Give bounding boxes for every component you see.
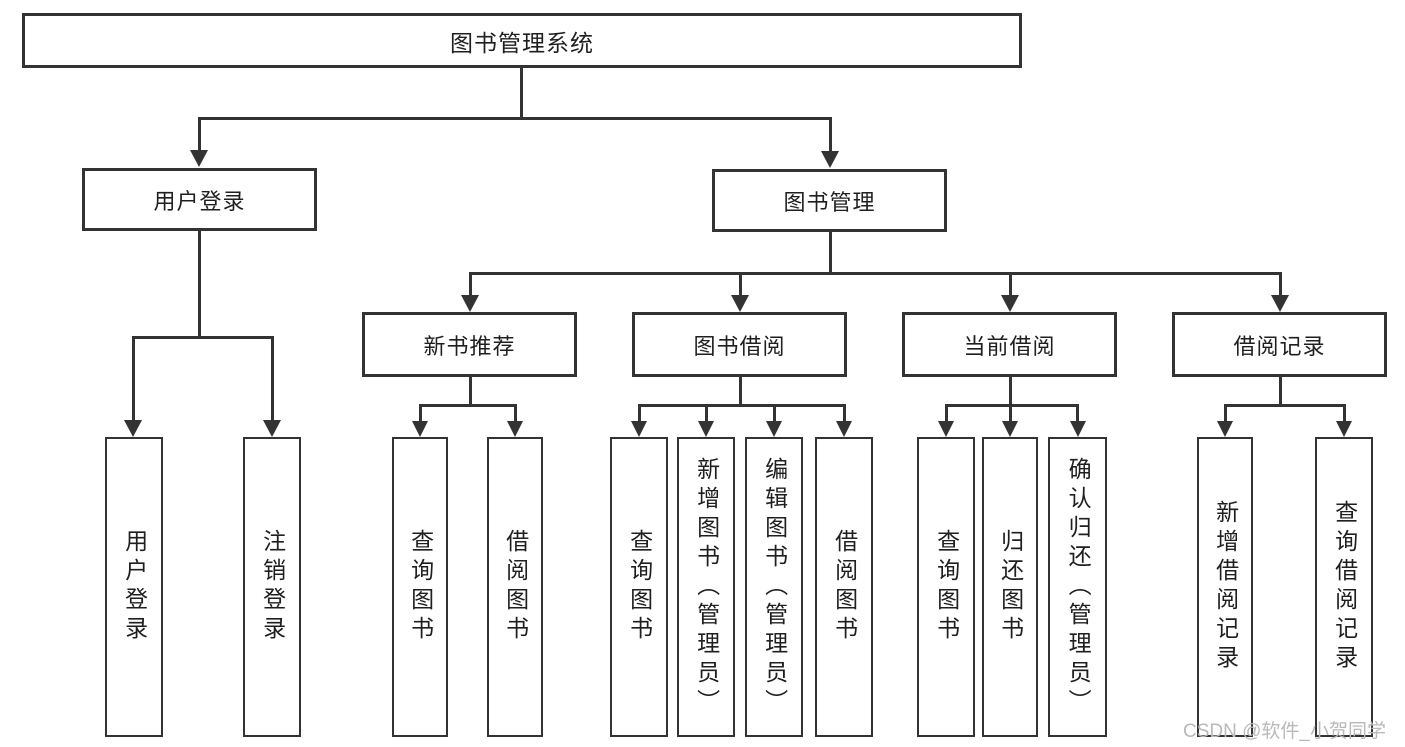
leaf-add-borrow-record-label: 新增借阅记录 — [1212, 500, 1239, 674]
arrowhead-leaf-query-recommend — [412, 421, 428, 437]
connector-to-leaf-add-books — [704, 403, 708, 422]
node-current-borrowing: 当前借阅 — [902, 312, 1117, 377]
node-borrowing-records-label: 借阅记录 — [1233, 333, 1326, 359]
leaf-borrow-books-borrowing-label: 借阅图书 — [831, 529, 858, 645]
arrowhead-leaf-query-current — [938, 421, 954, 437]
node-new-book-recommend-label: 新书推荐 — [423, 333, 516, 359]
connector-to-leaf-user-login — [131, 335, 135, 421]
arrowhead-current-borrowing — [1001, 295, 1019, 312]
arrowhead-leaf-query-borrowing — [631, 421, 647, 437]
leaf-query-books-recommend-label: 查询图书 — [407, 529, 434, 645]
leaf-query-books-current-label: 查询图书 — [933, 529, 960, 645]
connector-level3-rail — [468, 271, 1282, 275]
node-book-management: 图书管理 — [712, 169, 947, 232]
arrowhead-leaf-borrow-recommend — [507, 421, 523, 437]
leaf-edit-books-admin: 编辑图书（管理员） — [745, 437, 803, 737]
connector-to-leaf-return-books — [1008, 403, 1012, 422]
arrowhead-borrowing-records — [1271, 295, 1289, 312]
leaf-borrow-books-borrowing: 借阅图书 — [815, 437, 873, 737]
leaf-add-borrow-record: 新增借阅记录 — [1197, 437, 1253, 737]
leaf-return-books-label: 归还图书 — [997, 529, 1024, 645]
leaf-query-borrow-record: 查询借阅记录 — [1315, 437, 1373, 737]
leaf-edit-books-admin-label: 编辑图书（管理员） — [761, 456, 788, 718]
leaf-logout: 注销登录 — [243, 437, 301, 737]
connector-root-stem — [519, 68, 523, 118]
leaf-confirm-return-admin-label: 确认归还（管理员） — [1065, 456, 1092, 718]
node-book-borrowing: 图书借阅 — [632, 312, 847, 377]
leaf-borrow-books-recommend: 借阅图书 — [487, 437, 543, 737]
connector-book-borrowing-stem — [738, 377, 742, 406]
connector-to-leaf-borrow-books — [842, 403, 846, 422]
connector-to-leaf-query-record — [1342, 403, 1346, 422]
arrowhead-leaf-add-record — [1217, 421, 1233, 437]
connector-to-user-login — [197, 116, 201, 151]
connector-to-borrowing-records — [1278, 271, 1282, 296]
arrowhead-leaf-borrow-books — [836, 421, 852, 437]
connector-to-leaf-query-recommend — [418, 403, 422, 422]
connector-borrowing-records-rail — [1223, 403, 1346, 407]
connector-to-current-borrowing — [1008, 271, 1012, 296]
connector-to-leaf-confirm-return — [1076, 403, 1079, 422]
leaf-confirm-return-admin: 确认归还（管理员） — [1048, 437, 1107, 737]
leaf-add-books-admin: 新增图书（管理员） — [677, 437, 735, 737]
leaf-return-books: 归还图书 — [982, 437, 1038, 737]
connector-to-leaf-borrow-recommend — [513, 403, 517, 422]
node-borrowing-records: 借阅记录 — [1172, 312, 1387, 377]
node-new-book-recommend: 新书推荐 — [362, 312, 577, 377]
connector-user-login-stem — [197, 231, 201, 338]
connector-to-leaf-query-current — [944, 403, 948, 422]
connector-current-borrowing-stem — [1008, 377, 1012, 406]
connector-to-leaf-logout — [270, 335, 274, 421]
node-book-borrowing-label: 图书借阅 — [693, 333, 786, 359]
connector-to-leaf-add-record — [1223, 403, 1227, 422]
leaf-borrow-books-recommend-label: 借阅图书 — [502, 529, 529, 645]
node-current-borrowing-label: 当前借阅 — [963, 333, 1056, 359]
connector-book-borrowing-rail — [637, 403, 846, 407]
connector-new-book-recommend-rail — [418, 403, 517, 407]
arrowhead-leaf-logout — [263, 420, 281, 437]
leaf-user-login-label: 用户登录 — [121, 529, 148, 645]
arrowhead-leaf-query-record — [1336, 421, 1352, 437]
arrowhead-leaf-edit-books — [766, 421, 782, 437]
node-user-login-label: 用户登录 — [153, 188, 246, 214]
leaf-query-books-borrowing-label: 查询图书 — [626, 529, 653, 645]
arrowhead-leaf-confirm-return — [1069, 421, 1086, 437]
connector-new-book-recommend-stem — [468, 377, 472, 406]
arrowhead-leaf-add-books — [698, 421, 714, 437]
leaf-query-books-current: 查询图书 — [917, 437, 975, 737]
connector-to-leaf-edit-books — [772, 403, 776, 422]
csdn-watermark: CSDN @软件_小贺同学 — [1183, 721, 1386, 742]
node-root: 图书管理系统 — [22, 13, 1022, 68]
arrowhead-user-login — [190, 150, 208, 167]
arrowhead-leaf-return-books — [1002, 421, 1018, 437]
connector-user-login-rail — [131, 335, 274, 339]
connector-to-book-management — [828, 116, 832, 152]
arrowhead-new-book-recommend — [461, 295, 479, 312]
connector-current-borrowing-rail — [944, 403, 1079, 407]
connector-to-new-book-recommend — [468, 271, 472, 296]
leaf-query-books-recommend: 查询图书 — [392, 437, 448, 737]
leaf-query-borrow-record-label: 查询借阅记录 — [1331, 500, 1358, 674]
node-book-management-label: 图书管理 — [783, 189, 876, 215]
arrowhead-book-management — [821, 151, 839, 168]
leaf-user-login: 用户登录 — [105, 437, 163, 737]
arrowhead-book-borrowing — [731, 295, 749, 312]
leaf-query-books-borrowing: 查询图书 — [610, 437, 668, 737]
arrowhead-leaf-user-login — [124, 420, 142, 437]
connector-book-management-stem — [828, 232, 832, 274]
connector-to-book-borrowing — [738, 271, 742, 296]
node-root-label: 图书管理系统 — [450, 29, 594, 56]
leaf-logout-label: 注销登录 — [259, 529, 286, 645]
connector-borrowing-records-stem — [1278, 377, 1282, 406]
leaf-add-books-admin-label: 新增图书（管理员） — [693, 456, 720, 718]
node-user-login: 用户登录 — [82, 168, 317, 231]
connector-to-leaf-query-borrowing — [637, 403, 641, 422]
connector-level2-rail — [197, 116, 832, 120]
